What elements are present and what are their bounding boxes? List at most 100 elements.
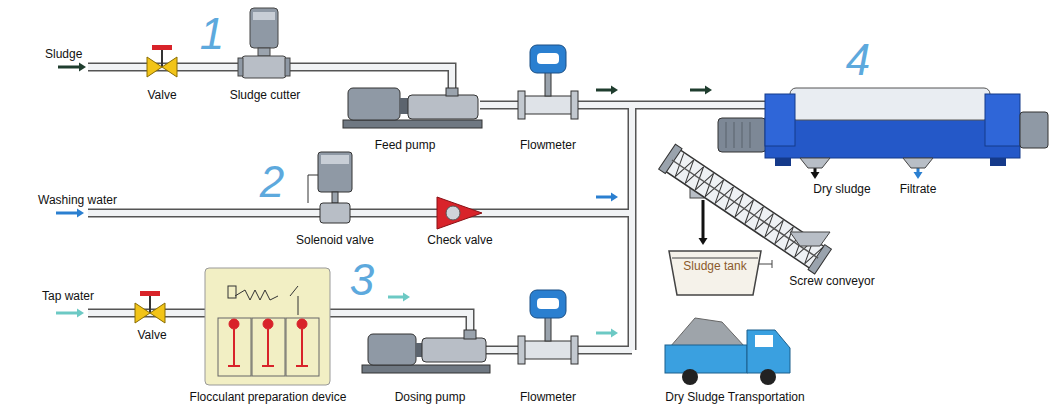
flow-arrow	[596, 332, 611, 335]
dosing-pump	[416, 343, 422, 357]
solenoid-valve	[321, 155, 349, 164]
decanter-centrifuge	[750, 122, 751, 148]
flow-arrow	[811, 172, 820, 179]
flow-arrow	[705, 86, 712, 95]
decanter-centrifuge	[990, 158, 1006, 166]
node-text: Sludge tank	[668, 250, 762, 273]
screw-conveyor	[659, 144, 682, 173]
flowmeter	[530, 290, 566, 318]
solenoid-valve	[332, 192, 338, 203]
flocculant-device	[301, 329, 303, 366]
part-label: Sludge cutter	[230, 88, 301, 102]
flocculant-device	[228, 286, 236, 298]
flow-arrow	[388, 296, 403, 299]
flowmeter	[571, 336, 578, 364]
dosing-pump	[362, 330, 490, 373]
callout-number: 2	[260, 160, 284, 204]
flow-arrow	[56, 312, 77, 315]
valve-symbol	[161, 50, 163, 67]
output-label: Filtrate	[900, 182, 937, 196]
flocculant-device	[218, 318, 251, 376]
check-valve	[446, 206, 460, 220]
flow-arrow	[702, 200, 705, 238]
flowmeter	[518, 336, 525, 364]
valve-symbol	[135, 303, 150, 323]
flow-arrow	[79, 63, 86, 72]
decanter-centrifuge	[800, 158, 830, 168]
flow-arrow	[77, 209, 84, 218]
stream-label: Sludge	[45, 47, 82, 61]
part-label: Flowmeter	[520, 138, 576, 152]
flocculant-device	[267, 329, 269, 366]
feed-pump	[408, 95, 478, 119]
flocculant-device	[297, 319, 307, 329]
decanter-centrifuge	[718, 88, 1048, 168]
flow-arrow	[917, 168, 920, 172]
dosing-pump	[362, 365, 490, 373]
pipe	[88, 210, 632, 216]
tank-outline	[668, 250, 774, 296]
decanter-centrifuge	[790, 88, 990, 120]
flocculant-device	[205, 268, 330, 385]
feed-pump	[400, 98, 408, 114]
dosing-pump	[422, 338, 486, 362]
screw-conveyor	[672, 160, 818, 258]
sludge-tank: Sludge tank	[668, 250, 762, 296]
valve-symbol	[162, 57, 177, 77]
check-valve	[437, 197, 482, 229]
flocculant-device	[252, 318, 285, 376]
flocculant-device	[228, 365, 240, 367]
sludge-cutter	[238, 8, 290, 78]
flow-arrow	[596, 196, 611, 199]
dosing-pump	[464, 330, 476, 339]
pipe	[330, 313, 470, 332]
sludge-cutter	[242, 56, 286, 78]
part-label: Screw conveyor	[789, 274, 874, 288]
sludge-cutter	[250, 8, 278, 48]
flowmeter	[518, 290, 578, 364]
output-label: Dry sludge	[813, 182, 870, 196]
valve-symbol	[147, 45, 177, 77]
flow-arrow	[611, 193, 618, 202]
part-label: Solenoid valve	[296, 233, 374, 247]
flocculant-device	[286, 318, 319, 376]
callout-number: 4	[846, 38, 870, 82]
screw-conveyor	[808, 245, 831, 274]
truck	[760, 369, 776, 385]
flowmeter	[518, 45, 578, 119]
part-label: Check valve	[427, 233, 492, 247]
tank-outline	[672, 258, 758, 259]
valve-symbol	[150, 303, 165, 323]
flocculant-device	[263, 319, 273, 329]
solenoid-valve	[320, 203, 350, 223]
truck	[755, 335, 773, 347]
part-label: Valve	[137, 328, 166, 342]
decanter-centrifuge	[765, 118, 1020, 158]
feed-pump	[343, 120, 482, 128]
flocculant-device	[290, 286, 298, 296]
flowmeter	[518, 91, 525, 119]
pipe	[88, 209, 632, 218]
dosing-pump	[368, 334, 416, 365]
flowmeter	[545, 72, 551, 96]
feed-pump	[348, 88, 400, 120]
flowmeter	[524, 96, 572, 114]
flowmeter	[571, 91, 578, 119]
pipe	[628, 105, 637, 350]
feed-pump	[446, 88, 458, 96]
truck	[682, 369, 698, 385]
decanter-centrifuge	[903, 158, 933, 168]
flowmeter	[530, 45, 566, 73]
screw-conveyor	[790, 232, 830, 246]
part-label: Dosing pump	[395, 390, 466, 404]
sludge-cutter	[253, 12, 275, 20]
valve-symbol	[147, 57, 162, 77]
flow-arrow	[814, 168, 817, 172]
flocculant-device	[262, 365, 274, 367]
tank-outline	[772, 260, 773, 268]
flocculant-device	[298, 296, 299, 315]
part-label: Valve	[147, 88, 176, 102]
decanter-centrifuge	[734, 122, 735, 148]
decanter-centrifuge	[718, 118, 766, 152]
flow-arrow	[77, 309, 84, 318]
